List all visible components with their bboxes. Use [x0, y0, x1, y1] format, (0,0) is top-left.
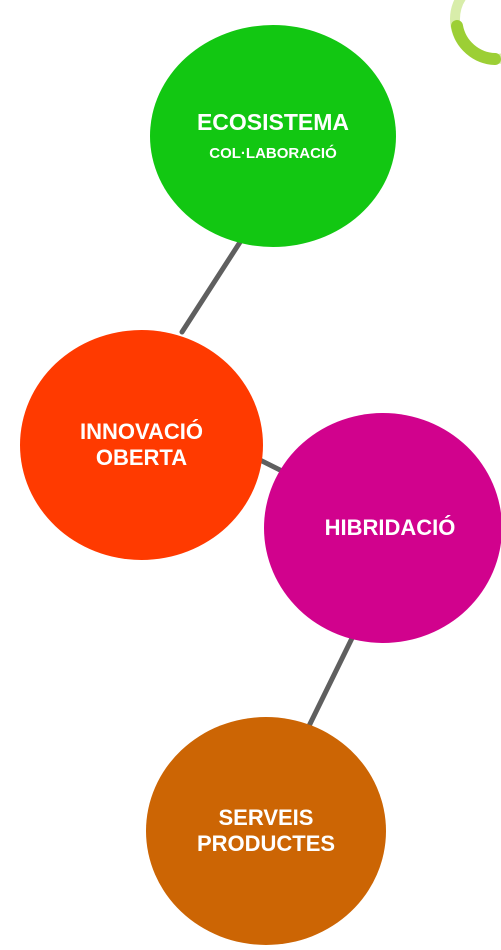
connector-ecosistema-innovacio	[179, 233, 247, 335]
logo-arc-icon	[450, 0, 501, 65]
node-hibridacio-title: HIBRIDACIÓ	[324, 514, 456, 540]
node-ecosistema-subtitle: COL·LABORACIÓ	[209, 144, 337, 162]
node-serveis: SERVEIS PRODUCTES	[146, 717, 386, 945]
node-ecosistema-title: ECOSISTEMA	[196, 109, 350, 136]
node-hibridacio: HIBRIDACIÓ	[264, 413, 501, 643]
node-innovacio: INNOVACIÓ OBERTA	[20, 330, 263, 560]
connector-hibridacio-serveis	[305, 625, 360, 731]
node-serveis-line1: SERVEIS	[218, 804, 314, 830]
node-ecosistema: ECOSISTEMA COL·LABORACIÓ	[150, 25, 396, 247]
node-innovacio-line1: INNOVACIÓ	[79, 418, 204, 444]
node-serveis-line2: PRODUCTES	[196, 831, 336, 856]
node-innovacio-line2: OBERTA	[95, 445, 188, 470]
